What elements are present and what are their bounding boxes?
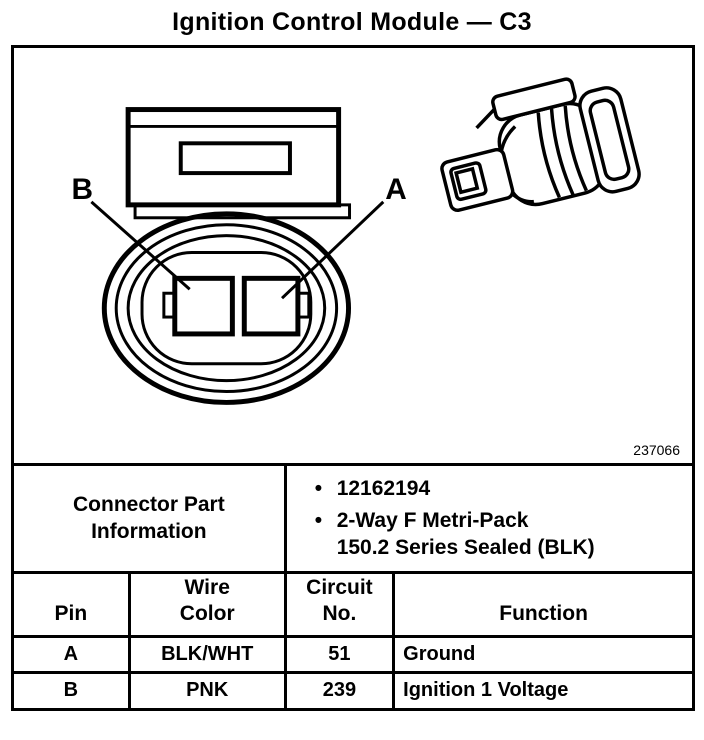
figure-number: 237066 [633, 442, 680, 458]
col-header-pin: Pin [12, 570, 131, 638]
pin-a-cavity [241, 275, 301, 337]
list-item: • 2-Way F Metri-Pack 150.2 Series Sealed… [315, 507, 691, 562]
pin-a-leader-line [280, 200, 385, 300]
circuit-no-value: 51 [283, 634, 396, 674]
function-value: Ignition 1 Voltage [392, 670, 694, 710]
col-header-circuit-no: Circuit No. [283, 570, 396, 638]
wire-color-value: BLK/WHT [127, 634, 287, 674]
pin-b-cavity [172, 275, 235, 337]
col-header-function: Function [392, 570, 694, 638]
connector-diagram: B A 237066 [14, 48, 692, 466]
connector-side-view [440, 77, 641, 212]
connector-top-housing [125, 107, 352, 220]
part-number: 12162194 [336, 477, 431, 501]
pin-b-leader-line [90, 200, 191, 291]
circuit-no-value: 239 [283, 670, 396, 710]
wire-color-value: PNK [127, 670, 287, 710]
part-info-details: • 12162194 • 2-Way F Metri-Pack 150.2 Se… [283, 464, 694, 574]
connector-type: 2-Way F Metri-Pack 150.2 Series Sealed (… [336, 508, 595, 559]
pin-value: A [12, 634, 131, 674]
table-header-row: Pin Wire Color Circuit No. Function [12, 570, 694, 638]
figure-and-table-box: B A 237066 Connector Part Information • … [11, 45, 695, 711]
bullet-icon: • [314, 477, 323, 501]
connector-drawing: B A [72, 77, 641, 405]
page-title: Ignition Control Module — C3 [172, 8, 532, 36]
part-info-label: Connector Part Information [12, 464, 287, 574]
function-value: Ground [392, 634, 694, 674]
pin-b-label: B [72, 173, 94, 206]
pin-value: B [12, 670, 131, 710]
connector-front-view [101, 211, 352, 405]
table-row-pin-a: A BLK/WHT 51 Ground [12, 634, 694, 674]
part-info-row: Connector Part Information • 12162194 • … [12, 464, 694, 574]
bullet-icon: • [314, 508, 323, 532]
connector-table: Connector Part Information • 12162194 • … [12, 464, 694, 710]
table-row-pin-b: B PNK 239 Ignition 1 Voltage [12, 670, 694, 710]
pin-a-label: A [385, 173, 407, 206]
col-header-wire-color: Wire Color [127, 570, 287, 638]
list-item: • 12162194 [315, 475, 691, 502]
